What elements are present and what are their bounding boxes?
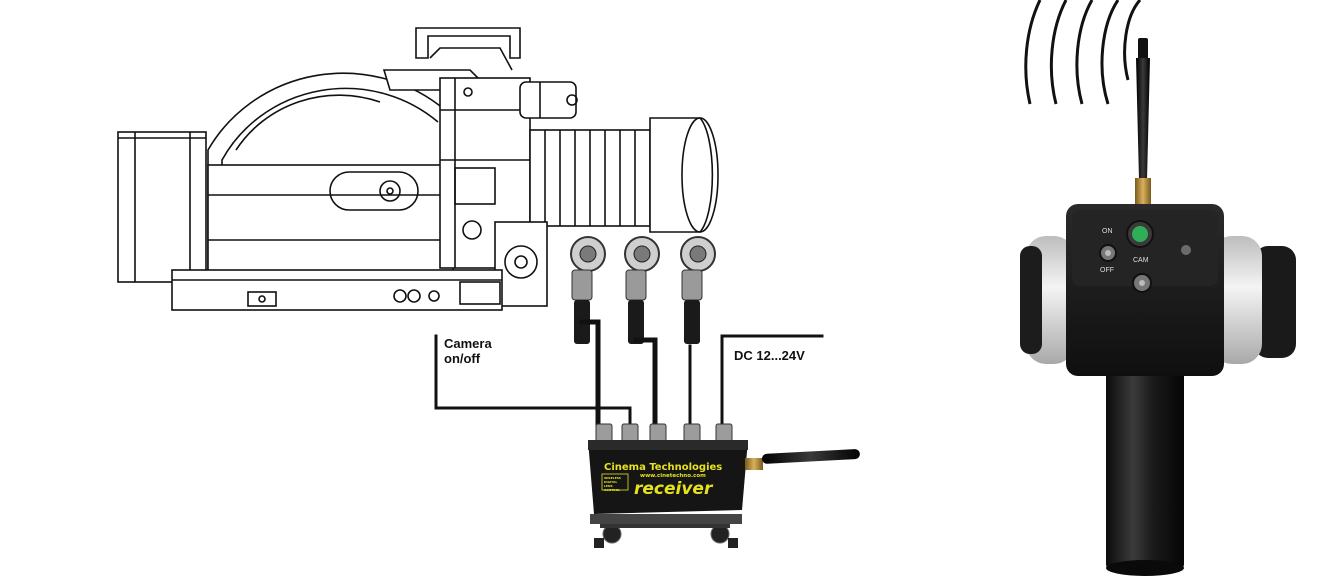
film-camera-drawing [117, 27, 719, 311]
radio-waves-icon [1024, 0, 1142, 105]
receiver-logo-line-2: DIGITAL [604, 480, 617, 484]
remote-on-label: ON [1102, 228, 1113, 235]
receiver-logo-line-1: WIRELESS [604, 476, 621, 480]
lens-motors [570, 236, 716, 344]
motor-2 [624, 236, 660, 344]
receiver-logo-line-3: LENS [604, 484, 613, 488]
receiver-logo-line-4: CONTROL [604, 488, 620, 492]
remote-off-label: OFF [1100, 267, 1114, 274]
receiver-brand-text: Cinema Technologies [604, 462, 722, 473]
motor-3 [680, 236, 716, 344]
receiver-url-text: www.cinetechno.com [640, 473, 706, 479]
motor-1 [570, 236, 606, 344]
motor-1-cable [579, 319, 601, 431]
camera-label-line-1: Camera [444, 336, 492, 351]
receiver-model-text: receiver [634, 479, 714, 499]
cables [434, 319, 824, 431]
motor-2-cable [633, 337, 658, 431]
dc-power-cable [720, 334, 824, 430]
camera-cable [434, 334, 632, 430]
camera-label-line-2: on/off [444, 351, 481, 366]
remote-cam-label: CAM [1133, 257, 1149, 264]
camera-onoff-label: Camera on/off [444, 336, 492, 366]
receiver-unit [588, 423, 860, 548]
dc-power-label: DC 12...24V [734, 348, 805, 363]
handheld-remote [1020, 0, 1296, 576]
